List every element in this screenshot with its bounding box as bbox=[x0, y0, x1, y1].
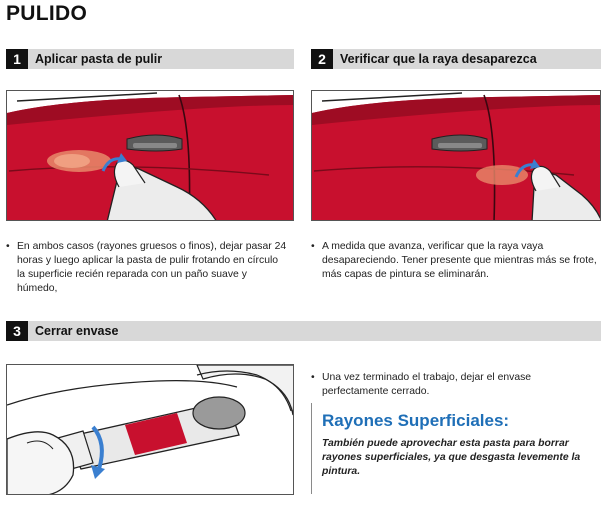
tip-title: Rayones Superficiales: bbox=[322, 411, 510, 430]
page-title: PULIDO bbox=[6, 2, 88, 25]
step-2-number: 2 bbox=[311, 49, 333, 69]
step-3-instruction: • Una vez terminado el trabajo, dejar el… bbox=[311, 371, 591, 399]
step-2-text: A medida que avanza, verificar que la ra… bbox=[322, 241, 597, 280]
bullet-marker: • bbox=[6, 241, 10, 252]
step-3-header: 3 Cerrar envase bbox=[6, 321, 601, 341]
step-1-text: En ambos casos (rayones gruesos o finos)… bbox=[17, 241, 287, 294]
car-door-illustration bbox=[6, 90, 294, 221]
tip-body: También puede aprovechar esta pasta para… bbox=[322, 438, 581, 477]
step-3-number: 3 bbox=[6, 321, 28, 341]
step-2-header: 2 Verificar que la raya desaparezca bbox=[311, 49, 601, 69]
step-3-label: Cerrar envase bbox=[35, 324, 119, 338]
tip-box: Rayones Superficiales: También puede apr… bbox=[311, 403, 601, 494]
step-2-instruction: • A medida que avanza, verificar que la … bbox=[311, 240, 599, 282]
tube-closing-illustration bbox=[6, 364, 294, 495]
step-1-instruction: • En ambos casos (rayones gruesos o fino… bbox=[6, 240, 288, 296]
step-3-text: Una vez terminado el trabajo, dejar el e… bbox=[322, 372, 532, 397]
car-door-progress-illustration bbox=[311, 90, 601, 221]
bullet-marker: • bbox=[311, 372, 315, 383]
step-1-header: 1 Aplicar pasta de pulir bbox=[6, 49, 294, 69]
bullet-marker: • bbox=[311, 241, 315, 252]
step-1-label: Aplicar pasta de pulir bbox=[35, 52, 163, 66]
step-1-number: 1 bbox=[6, 49, 28, 69]
step-2-label: Verificar que la raya desaparezca bbox=[340, 52, 537, 66]
